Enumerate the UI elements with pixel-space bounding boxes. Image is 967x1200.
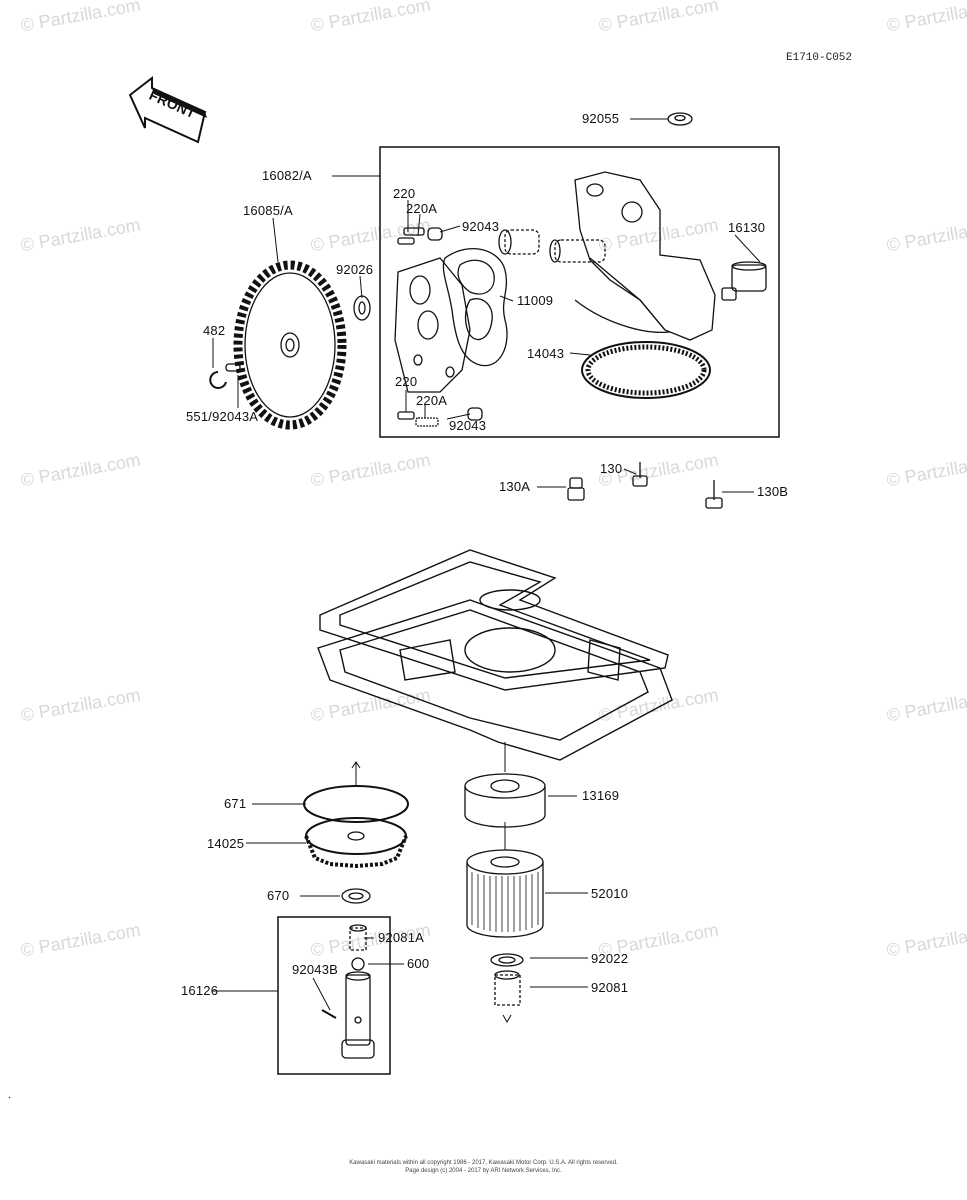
oil-screen-14025 (304, 817, 408, 869)
oil-pump-body (574, 171, 716, 341)
label-600[interactable]: 600 (407, 956, 430, 971)
oil-pump-group-box (379, 146, 780, 438)
nut-92055 (667, 112, 693, 126)
label-11009[interactable]: 11009 (517, 293, 554, 308)
label-92043-lower[interactable]: 92043 (449, 418, 487, 433)
ball-600 (351, 957, 365, 971)
magnet-13169 (464, 773, 546, 828)
oil-filter-52010 (466, 849, 544, 938)
label-92022[interactable]: 92022 (591, 951, 629, 966)
label-92081[interactable]: 92081 (591, 980, 629, 995)
label-92055[interactable]: 92055 (582, 111, 620, 126)
copyright-footer: Kawasaki materials within all copyright … (0, 1159, 967, 1175)
label-92026[interactable]: 92026 (336, 262, 374, 277)
label-220A-lower[interactable]: 220A (416, 393, 448, 408)
label-670[interactable]: 670 (267, 888, 290, 903)
pump-cover (394, 257, 471, 393)
bolt-130 (632, 462, 648, 487)
label-220[interactable]: 220 (393, 186, 416, 201)
front-arrow-icon (128, 75, 207, 144)
bolt-130A (567, 477, 585, 501)
label-130A[interactable]: 130A (499, 479, 531, 494)
spring-92081A (349, 924, 367, 951)
oil-screen-14043 (581, 341, 711, 399)
label-220A[interactable]: 220A (406, 201, 438, 216)
label-671[interactable]: 671 (224, 796, 247, 811)
page-design-line: Page design (c) 2004 - 2017 by ARI Netwo… (405, 1168, 562, 1174)
oil-pan-gasket (319, 549, 669, 691)
label-482[interactable]: 482 (203, 323, 226, 338)
pump-gears (498, 229, 606, 263)
label-16126[interactable]: 16126 (181, 983, 219, 998)
o-ring-671 (303, 785, 409, 823)
relief-valve-group-box (277, 916, 391, 1075)
label-92043[interactable]: 92043 (462, 219, 500, 234)
bolt-130B (705, 480, 723, 509)
oil-pan (317, 599, 673, 761)
label-130[interactable]: 130 (600, 461, 623, 476)
label-16085A[interactable]: 16085/A (243, 203, 293, 218)
copyright-line: Kawasaki materials within all copyright … (349, 1160, 618, 1166)
label-14025[interactable]: 14025 (207, 836, 245, 851)
pins-lower (397, 407, 483, 427)
washer-92022 (490, 953, 524, 967)
washer-92026 (353, 295, 371, 321)
gasket-11009 (442, 248, 508, 367)
sprocket-16085A (233, 260, 347, 430)
label-52010[interactable]: 52010 (591, 886, 629, 901)
label-14043[interactable]: 14043 (527, 346, 565, 361)
relief-valve-16130 (721, 261, 767, 301)
label-92043B[interactable]: 92043B (292, 962, 339, 977)
pin-92043B (321, 1009, 337, 1019)
diagram-code: E1710-C052 (786, 52, 853, 64)
clip-482 (209, 363, 241, 389)
washer-670 (341, 888, 371, 904)
label-92081A[interactable]: 92081A (378, 930, 425, 945)
label-13169[interactable]: 13169 (582, 788, 620, 803)
pins-upper (397, 227, 443, 245)
label-130B[interactable]: 130B (757, 484, 789, 499)
relief-valve-body (341, 971, 375, 1059)
label-16130[interactable]: 16130 (728, 220, 766, 235)
label-220-lower[interactable]: 220 (395, 374, 418, 389)
label-16082A[interactable]: 16082/A (262, 168, 312, 183)
label-551-92043A[interactable]: 551/92043A (186, 409, 259, 424)
spring-92081 (494, 970, 521, 1006)
